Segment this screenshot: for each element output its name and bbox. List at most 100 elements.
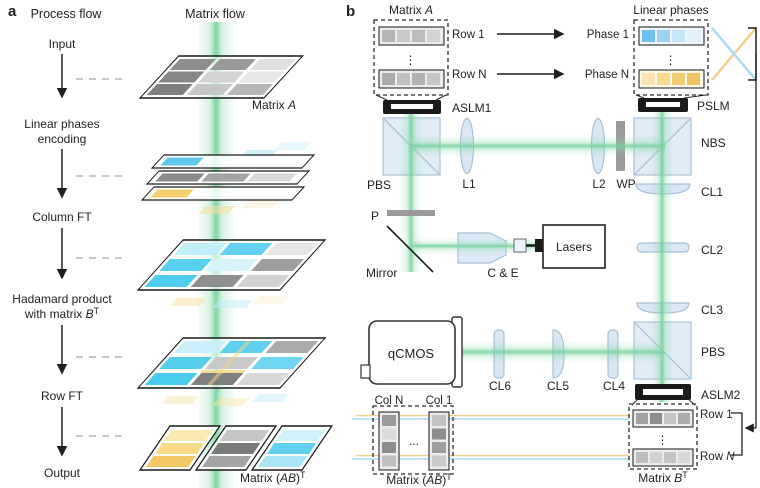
cell xyxy=(382,30,395,42)
matrix-flow-header: Matrix flow xyxy=(185,7,246,21)
lasers-label: Lasers xyxy=(556,240,592,254)
cell xyxy=(258,456,308,467)
phase-strip-blue xyxy=(150,154,316,169)
phase-strip-gray xyxy=(145,170,311,185)
row1-label: Row 1 xyxy=(452,29,485,41)
lasers-box xyxy=(542,224,606,269)
cell xyxy=(144,275,198,287)
pslm-label: PSLM xyxy=(697,99,730,113)
ghost-cell xyxy=(198,206,236,214)
matrix-ab-label: Matrix (AB)T xyxy=(240,470,306,485)
l1-label: L1 xyxy=(462,177,476,191)
hadamard-plane xyxy=(136,337,327,389)
cell xyxy=(160,157,204,166)
cell xyxy=(265,243,319,255)
beam-core xyxy=(406,114,416,272)
cell xyxy=(412,30,425,42)
cell xyxy=(657,73,670,85)
cell xyxy=(672,30,685,42)
cell xyxy=(150,189,194,198)
beam-core xyxy=(415,242,545,250)
cell xyxy=(190,275,244,287)
matrix-b-box xyxy=(628,403,698,470)
cell xyxy=(642,30,655,42)
cell xyxy=(664,452,676,463)
aslm1-device xyxy=(375,94,447,114)
horizontal-dots: ... xyxy=(409,434,419,448)
cell xyxy=(265,341,319,353)
cell xyxy=(173,341,227,353)
cl3-label: CL3 xyxy=(701,303,723,317)
vertical-dots: ⋮ xyxy=(665,53,678,67)
cell xyxy=(206,341,252,385)
matrix-a-label: Matrix A xyxy=(252,98,296,112)
cell xyxy=(382,428,396,440)
step-column-ft: Column FT xyxy=(32,210,92,224)
cell xyxy=(198,71,245,83)
cell xyxy=(186,84,233,95)
step-row-ft: Row FT xyxy=(41,389,84,403)
step-hadamard-2: with matrix BT xyxy=(24,306,100,321)
cl1-label: CL1 xyxy=(701,185,723,199)
cell xyxy=(432,428,446,440)
ce-label: C & E xyxy=(487,266,518,280)
cell xyxy=(427,73,440,85)
cell xyxy=(158,71,205,83)
cell xyxy=(427,30,440,42)
cl4-label: CL4 xyxy=(603,379,625,393)
pbs1-label: PBS xyxy=(367,178,391,192)
step-linear-phases-1: Linear phases xyxy=(24,117,99,131)
cell xyxy=(650,452,662,463)
cell xyxy=(219,243,273,255)
phase1-label: Phase 1 xyxy=(587,29,629,41)
beam-core xyxy=(458,347,664,357)
cell xyxy=(249,59,296,70)
matrix-b-rowN-label: Row N xyxy=(700,451,735,463)
matrix-b-title: Matrix BT xyxy=(638,470,688,485)
cell xyxy=(664,413,676,424)
cell xyxy=(202,456,252,467)
cell xyxy=(163,430,214,441)
cell xyxy=(159,259,212,271)
output-matrix-box xyxy=(372,405,454,475)
x-coupler xyxy=(711,27,757,81)
linear-phases-title: Linear phases xyxy=(633,3,708,17)
ghost-cell xyxy=(252,394,290,402)
rowN-label: Row N xyxy=(452,69,487,81)
vertical-dots: ⋮ xyxy=(657,433,670,447)
column-ft-plane xyxy=(136,239,327,291)
cell xyxy=(236,373,290,385)
cell xyxy=(657,30,670,42)
colN-label: Col N xyxy=(375,395,404,407)
mirror-line xyxy=(386,225,434,273)
cell xyxy=(397,73,410,85)
ghost-cell xyxy=(274,142,312,150)
cell xyxy=(238,71,285,83)
qcmos-camera xyxy=(360,316,463,388)
cl6-label: CL6 xyxy=(489,379,511,393)
cell xyxy=(251,259,304,271)
cell xyxy=(146,456,196,467)
cell xyxy=(678,413,690,424)
pbs2-label: PBS xyxy=(701,345,725,359)
qcmos-label: qCMOS xyxy=(388,346,435,361)
phase-strip-yellow xyxy=(140,186,306,201)
cell xyxy=(209,59,256,70)
cell xyxy=(432,442,446,453)
polarizer xyxy=(387,210,435,216)
cell xyxy=(678,452,690,463)
step-linear-phases-2: encoding xyxy=(38,132,87,146)
matrix-a-box-title: Matrix A xyxy=(389,3,433,17)
cl2-label: CL2 xyxy=(701,243,723,257)
ghost-cell xyxy=(170,298,208,306)
cell xyxy=(687,73,700,85)
cell xyxy=(173,243,227,255)
cell xyxy=(432,415,446,426)
cell xyxy=(412,73,425,85)
cell xyxy=(275,430,326,441)
aslm1-label: ASLM1 xyxy=(452,101,492,115)
panel-b-tag: b xyxy=(346,3,355,20)
cell xyxy=(247,173,297,182)
cell xyxy=(642,73,655,85)
